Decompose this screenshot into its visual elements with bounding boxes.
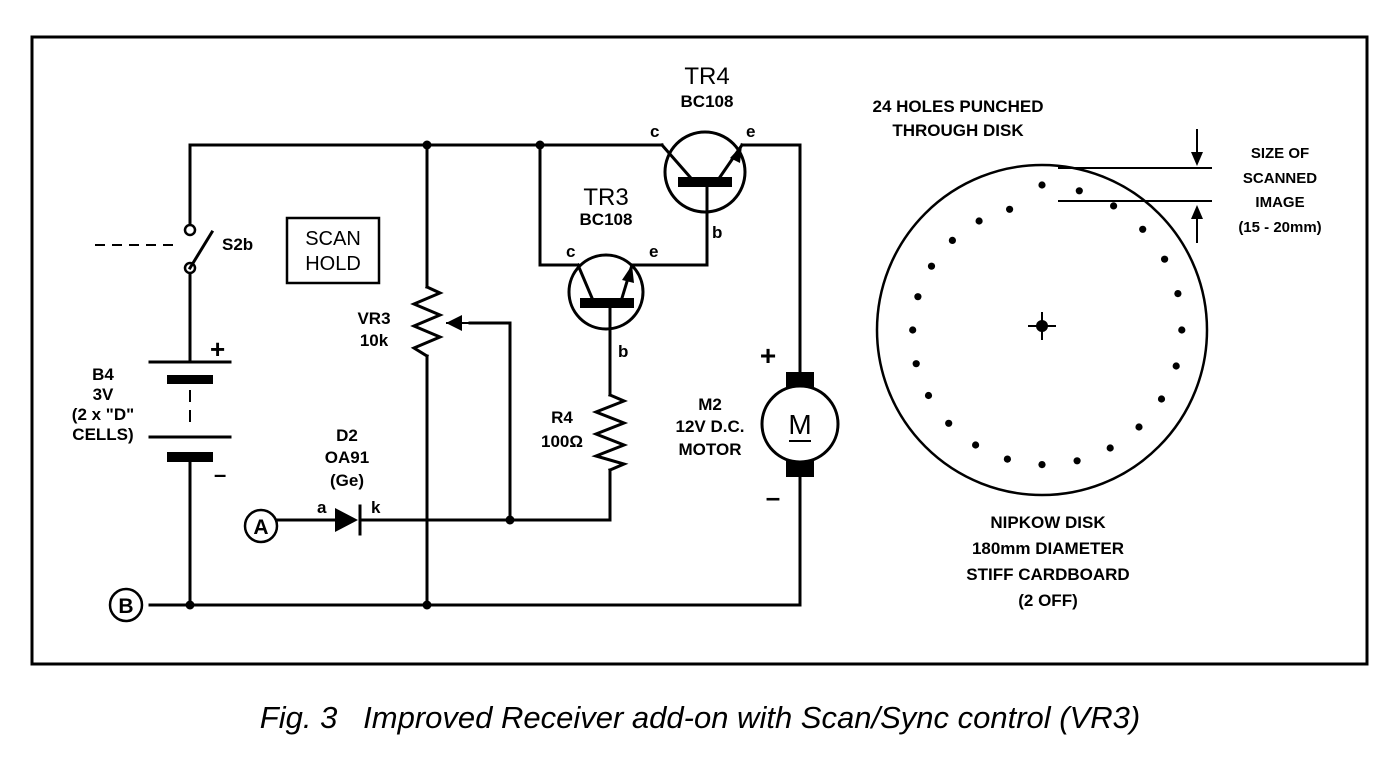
disk-hole — [1110, 202, 1118, 210]
switch-s2b: S2b — [183, 223, 253, 275]
junction-dots — [185, 140, 545, 610]
transistor-tr4: TR4 BC108 c e b — [650, 63, 755, 242]
size-label-3: IMAGE — [1255, 194, 1304, 211]
disk-outline — [875, 163, 1209, 497]
holes-label-1: 24 HOLES PUNCHED — [873, 97, 1044, 116]
diagram-frame — [30, 35, 1369, 666]
size-label-2: SCANNED — [1243, 170, 1317, 187]
disk-holes — [909, 181, 1186, 469]
tr4-name: TR4 — [684, 63, 729, 90]
battery-label-4: CELLS) — [72, 425, 133, 444]
disk-hole — [914, 293, 922, 301]
tr3-c-label: c — [566, 242, 575, 261]
disk-hole — [1038, 461, 1046, 469]
disk-hole — [975, 217, 983, 225]
vr3-label-2: 10k — [360, 331, 389, 350]
disk-hole — [1178, 326, 1186, 334]
diode-d2: a k D2 OA91 (Ge) — [317, 426, 381, 536]
size-label-1: SIZE OF — [1251, 145, 1309, 162]
battery-label-1: B4 — [92, 365, 114, 384]
disk-centre-mark — [1028, 312, 1056, 340]
disk-hole — [909, 326, 917, 334]
tr4-b-label: b — [712, 223, 722, 242]
motor-label-1: M2 — [698, 395, 722, 414]
battery-label-3: (2 x "D" — [72, 405, 134, 424]
disk-hole — [1038, 181, 1046, 189]
transistor-tr3: TR3 BC108 c e b — [566, 184, 658, 361]
r4-label-1: R4 — [551, 408, 573, 427]
disk-hole — [948, 236, 957, 244]
figure-caption: Fig. 3 Improved Receiver add-on with Sca… — [260, 700, 1140, 735]
scan-hold-line-2: HOLD — [305, 253, 361, 275]
motor-symbol: M — [788, 409, 811, 440]
scan-hold-box: SCAN HOLD — [285, 216, 381, 285]
battery-minus: – — [214, 462, 226, 487]
motor-plus: + — [760, 340, 776, 371]
disk-hole — [924, 391, 933, 400]
disk-hole — [1135, 423, 1143, 431]
d2-label-3: (Ge) — [330, 471, 364, 490]
disk-hole — [1172, 362, 1180, 370]
battery-plus: + — [210, 334, 225, 364]
potentiometer-vr3: VR3 10k — [357, 285, 470, 359]
disk-hole — [1174, 290, 1182, 298]
disk-hole — [945, 419, 953, 427]
disk-label-3: STIFF CARDBOARD — [966, 565, 1129, 584]
d2-label-1: D2 — [336, 426, 358, 445]
diode-k-label: k — [371, 498, 381, 517]
resistor-r4: R4 100Ω — [541, 393, 629, 472]
disk-hole — [1139, 225, 1147, 233]
image-size-dimension: SIZE OF SCANNED IMAGE (15 - 20mm) — [1058, 129, 1322, 243]
tr4-c-label: c — [650, 122, 659, 141]
battery-label-2: 3V — [93, 385, 114, 404]
vr3-label-1: VR3 — [357, 309, 390, 328]
holes-label-2: THROUGH DISK — [892, 121, 1024, 140]
disk-hole — [1006, 205, 1014, 213]
tr3-e-label: e — [649, 242, 658, 261]
motor-label-2: 12V D.C. — [676, 417, 745, 436]
disk-hole — [1161, 255, 1169, 263]
motor-m2: M + – M2 12V D.C. MOTOR — [676, 340, 840, 512]
motor-minus: – — [766, 482, 780, 512]
diode-a-label: a — [317, 498, 327, 517]
disk-hole — [1075, 187, 1083, 195]
disk-label-2: 180mm DIAMETER — [972, 539, 1124, 558]
tr3-type: BC108 — [580, 210, 633, 229]
disk-hole — [972, 441, 980, 449]
tr4-type: BC108 — [681, 92, 734, 111]
switch-label: S2b — [222, 235, 253, 254]
motor-label-3: MOTOR — [679, 440, 742, 459]
disk-label-4: (2 OFF) — [1018, 591, 1078, 610]
disk-label-1: NIPKOW DISK — [990, 513, 1106, 532]
tr3-name: TR3 — [583, 184, 628, 211]
disk-hole — [1106, 444, 1114, 452]
terminal-a-label: A — [253, 516, 268, 539]
scan-hold-line-1: SCAN — [305, 228, 361, 250]
d2-label-2: OA91 — [325, 448, 369, 467]
tr4-e-label: e — [746, 122, 755, 141]
disk-hole — [927, 262, 936, 270]
disk-hole — [1157, 395, 1166, 403]
nipkow-disk — [875, 163, 1209, 497]
r4-label-2: 100Ω — [541, 432, 583, 451]
terminal-a: A — [243, 508, 285, 544]
terminal-b: B — [108, 587, 144, 623]
battery-b4: + – B4 3V (2 x "D" CELLS) — [72, 334, 232, 487]
size-label-4: (15 - 20mm) — [1238, 219, 1321, 236]
tr3-b-label: b — [618, 342, 628, 361]
terminal-b-label: B — [118, 595, 133, 618]
disk-hole — [912, 360, 920, 368]
disk-hole — [1073, 457, 1081, 465]
disk-hole — [1003, 455, 1012, 463]
